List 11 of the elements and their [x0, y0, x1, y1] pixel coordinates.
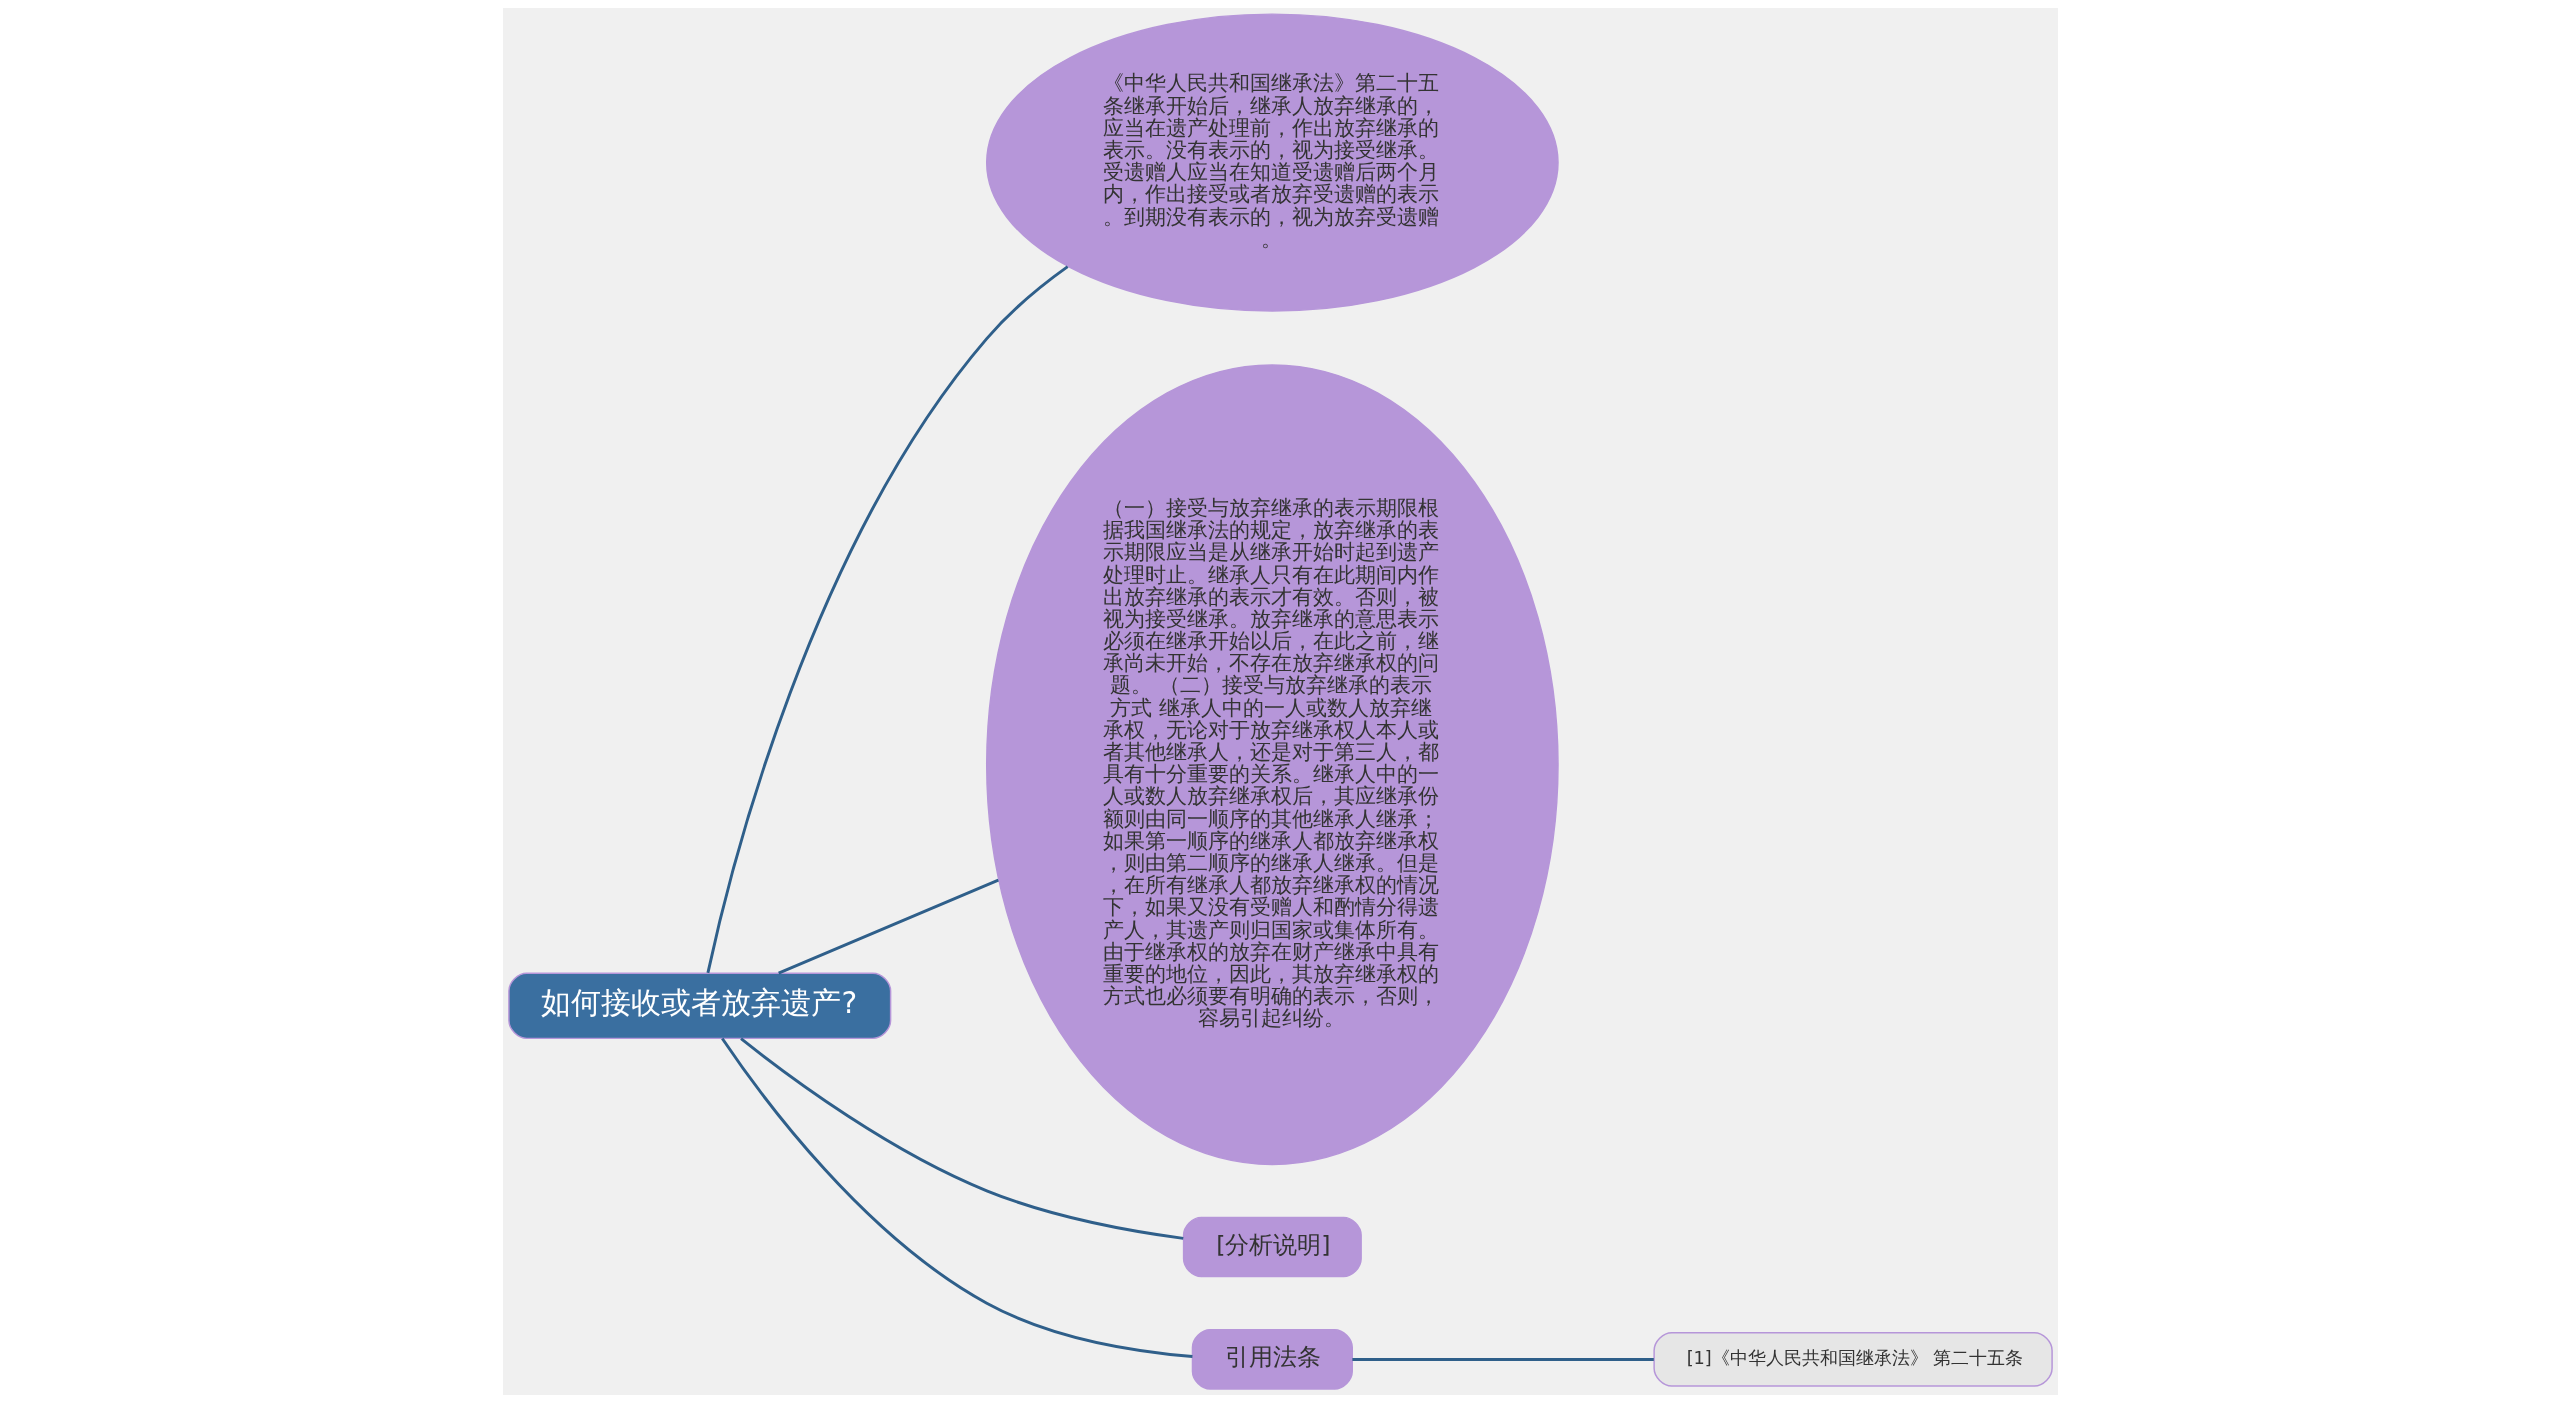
connector — [1351, 1357, 1654, 1361]
node-box: 如何接收或者放弃遗产? — [507, 972, 891, 1040]
node-box: [1]《中华人民共和国继承法》 第二十五条 — [1652, 1332, 2053, 1387]
connector — [739, 1037, 1183, 1240]
connector — [705, 265, 1068, 974]
node-box: [分析说明] — [1182, 1216, 1362, 1278]
connector — [777, 878, 999, 975]
connector — [720, 1037, 1193, 1359]
node-box: 引用法条 — [1191, 1329, 1353, 1390]
node-ellipse: （一）接受与放弃继承的表示期限根据我国继承法的规定，放弃继承的表示期限应当是从继承开始时起到遗产处理时止。继承人只有在此期间内作出放弃继承的表示才有效。否则，被视为接受继承。放弃继承的意思表示必须在继承开始以后，在此之前，继承尚未开始，不存在放弃继承权的问题。 （二）接受与放弃继承的表示方式 继承人中的一人或数人放弃继承权，无论对于放弃继承权人本人或者其他继承人，还是对于第三人，都具有十分重要的关系。继承人中的一人或数人放弃继承权后，其应继承份额则由同一顺序的其他继承人继承；如果第一顺序的继承人都放弃继承权，则由第二顺序的继承人继承。但是，在所有继承人都放弃继承权的情况下，如果又没有受赠人和酌情分得遗产人，其遗产则归国家或集体所有。由于继承权的放弃在财产继承中具有重要的地位，因此，其放弃继承权的方式也必须要有明确的表示，否则，容易引起纠纷。 — [985, 364, 1559, 1166]
node-ellipse: 《中华人民共和国继承法》第二十五条继承开始后，继承人放弃继承的，应当在遗产处理前，作出放弃继承的表示。没有表示的，视为接受继承。受遗赠人应当在知道受遗赠后两个月内，作出接受或者放弃受遗赠的表示。到期没有表示的，视为放弃受遗赠。 — [985, 13, 1559, 312]
